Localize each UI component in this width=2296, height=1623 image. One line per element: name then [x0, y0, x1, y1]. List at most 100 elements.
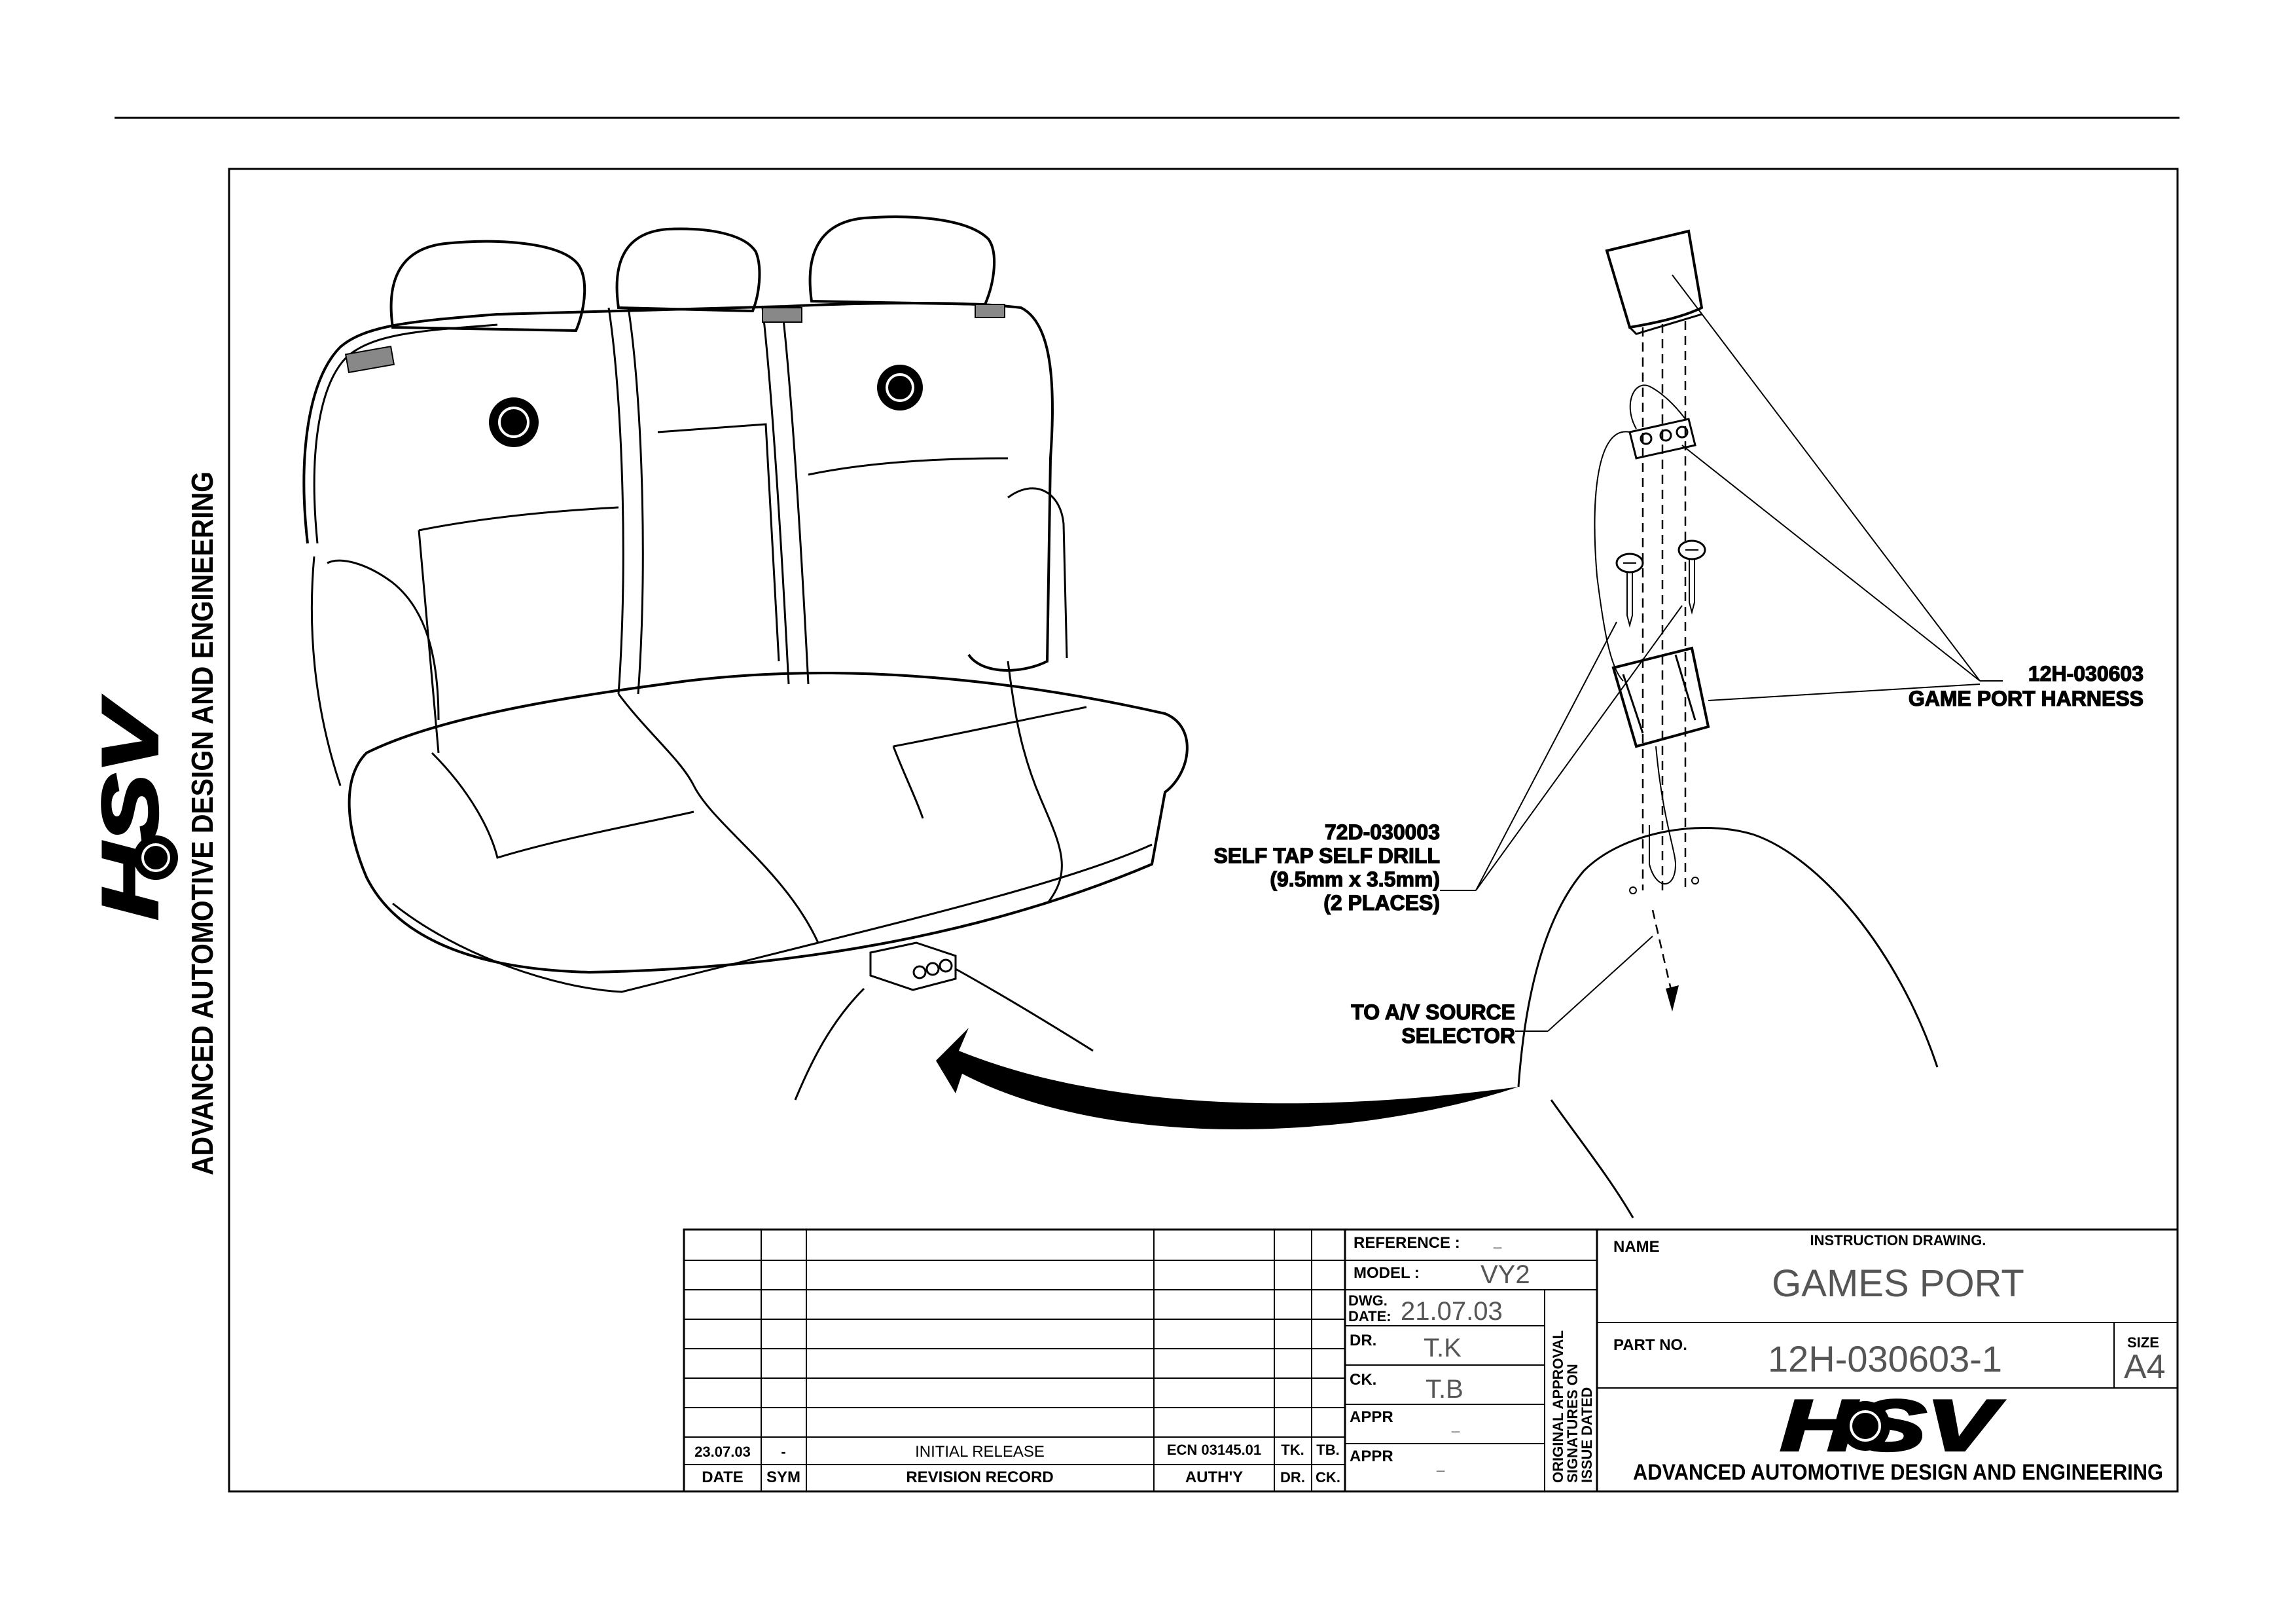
- cushion-divider-right: [1007, 661, 1063, 904]
- cushion-outline: [348, 672, 1189, 974]
- name-grid-lines: [1597, 1322, 2178, 1389]
- rev-sym: -: [781, 1444, 785, 1460]
- rev-dr: TK.: [1281, 1442, 1304, 1458]
- name-label: NAME: [1613, 1238, 1660, 1256]
- backrest-divider-left: [607, 307, 624, 695]
- callout-screw-size: (9.5mm x 3.5mm): [1270, 867, 1440, 891]
- seat-badge-right-inner-icon: [886, 373, 914, 402]
- appr1-label: APPR: [1350, 1408, 1393, 1426]
- cover-cap: [1605, 229, 1704, 329]
- harness-plug-1-icon: [1640, 432, 1653, 445]
- cushion-panel-left: [431, 752, 694, 859]
- right-bolster: [1007, 487, 1068, 659]
- rear-seat-illustration: [302, 215, 1189, 1101]
- exploded-detail: [1517, 229, 1939, 1218]
- callout-harness-name: GAME PORT HARNESS: [1909, 687, 2144, 710]
- hole-1-icon: [1629, 886, 1637, 894]
- harness-plug-3-icon: [1676, 426, 1689, 439]
- reference-label: REFERENCE :: [1354, 1234, 1460, 1252]
- port-jack-3-icon: [939, 958, 953, 973]
- dwg-date-value: 21.07.03: [1401, 1297, 1503, 1326]
- harness-wire: [1649, 746, 1677, 884]
- callout-harness-part: 12H-030603: [2028, 662, 2144, 685]
- title-block: 23.07.03 - INITIAL RELEASE ECN 03145.01 …: [683, 1228, 2179, 1493]
- callout-screw-qty: (2 PLACES): [1323, 891, 1440, 915]
- port-jack-2-icon: [925, 962, 940, 976]
- approval-note-3: ISSUE DATED: [1579, 1387, 1595, 1483]
- appr2-label: APPR: [1350, 1448, 1393, 1465]
- rev-header-sym: SYM: [766, 1468, 800, 1486]
- callout-screw-part: 72D-030003: [1325, 820, 1440, 844]
- screw-right-icon: [1677, 539, 1706, 615]
- rev-header-date: DATE: [702, 1468, 744, 1486]
- port-jack-1-icon: [912, 965, 927, 979]
- cushion-front: [392, 843, 1153, 993]
- floor-line-right: [955, 968, 1094, 1052]
- model-value: VY2: [1480, 1260, 1530, 1289]
- approval-note-1: ORIGINAL APPROVAL: [1550, 1330, 1566, 1483]
- cover-cap-lip: [1628, 313, 1702, 335]
- dr-label: DR.: [1350, 1332, 1376, 1349]
- side-logo-lion-inner-icon: [141, 843, 170, 872]
- callout-av-line1: TO A/V SOURCE: [1351, 1000, 1515, 1024]
- belt-slot-right-icon: [975, 304, 1005, 318]
- callout-av-line2: SELECTOR: [1401, 1024, 1515, 1048]
- left-bolster: [310, 556, 440, 786]
- part-no-value: 12H-030603-1: [1768, 1338, 2002, 1379]
- game-port-module: [869, 941, 957, 991]
- title-logo-lion-icon: [1840, 1401, 1890, 1451]
- side-logo: HSV: [85, 695, 175, 921]
- side-logo-text: HSV: [86, 696, 174, 920]
- drawing-type: INSTRUCTION DRAWING.: [1810, 1232, 1986, 1249]
- callout-screw: 72D-030003 SELF TAP SELF DRILL (9.5mm x …: [1213, 820, 1441, 915]
- mounting-bracket-inner: [1622, 654, 1696, 734]
- appr2-value: _: [1436, 1457, 1445, 1473]
- ck-value: T.B: [1426, 1375, 1463, 1404]
- backrest-divider-right: [761, 307, 790, 685]
- side-logo-lion-icon: [134, 835, 178, 880]
- rev-header-ck: CK.: [1316, 1469, 1340, 1486]
- approval-note-2: SIGNATURES ON: [1564, 1364, 1581, 1483]
- harness-plug-2-icon: [1659, 429, 1672, 442]
- callout-harness: 12H-030603 GAME PORT HARNESS: [1908, 661, 2144, 710]
- rev-header-record: REVISION RECORD: [906, 1468, 1053, 1486]
- centre-panel: [657, 423, 780, 662]
- side-tagline: ADVANCED AUTOMOTIVE DESIGN AND ENGINEERI…: [185, 471, 219, 1175]
- right-headrest: [808, 215, 996, 306]
- approval-note: ORIGINAL APPROVAL SIGNATURES ON ISSUE DA…: [1550, 1330, 1595, 1483]
- floor-line-left: [794, 987, 865, 1101]
- drawing-name: GAMES PORT: [1772, 1262, 2024, 1305]
- dwg-date-label-1: DWG.: [1348, 1292, 1388, 1309]
- seat-badge-left-inner-icon: [498, 407, 529, 438]
- rev-date: 23.07.03: [694, 1444, 751, 1460]
- belt-slot-left-icon: [344, 345, 395, 374]
- centre-headrest: [615, 227, 761, 313]
- rev-header-dr: DR.: [1280, 1469, 1305, 1486]
- mounting-bracket: [1611, 646, 1710, 748]
- size-value: A4: [2124, 1348, 2166, 1386]
- part-no-label: PART NO.: [1613, 1336, 1687, 1354]
- av-wire: [1651, 909, 1674, 996]
- belt-slot-centre-icon: [762, 307, 802, 323]
- leader-lines: [1440, 274, 2003, 1032]
- seat-badge-right-icon: [877, 365, 923, 410]
- callout-av: TO A/V SOURCE SELECTOR: [1351, 1000, 1516, 1048]
- title-logo-lion-inner-icon: [1850, 1410, 1881, 1442]
- callout-screw-desc: SELF TAP SELF DRILL: [1214, 844, 1440, 867]
- side-branding: ADVANCED AUTOMOTIVE DESIGN AND ENGINEERI…: [185, 471, 219, 1175]
- screw-left-icon: [1615, 553, 1644, 628]
- appr1-value: _: [1451, 1417, 1460, 1434]
- left-panel: [418, 506, 619, 754]
- location-arrow-icon: [936, 1028, 1518, 1129]
- approval-grid-lines: [1345, 1260, 1597, 1491]
- harness-connector: [1594, 384, 1696, 682]
- rev-auth: ECN 03145.01: [1167, 1442, 1261, 1458]
- dwg-date-label-2: DATE:: [1348, 1308, 1391, 1324]
- rev-ck: TB.: [1316, 1442, 1339, 1458]
- surface-contour: [1517, 826, 1939, 1087]
- size-label: SIZE: [2127, 1334, 2159, 1351]
- dr-value: T.K: [1424, 1334, 1462, 1362]
- rev-record: INITIAL RELEASE: [915, 1443, 1045, 1461]
- ck-label: CK.: [1350, 1371, 1376, 1389]
